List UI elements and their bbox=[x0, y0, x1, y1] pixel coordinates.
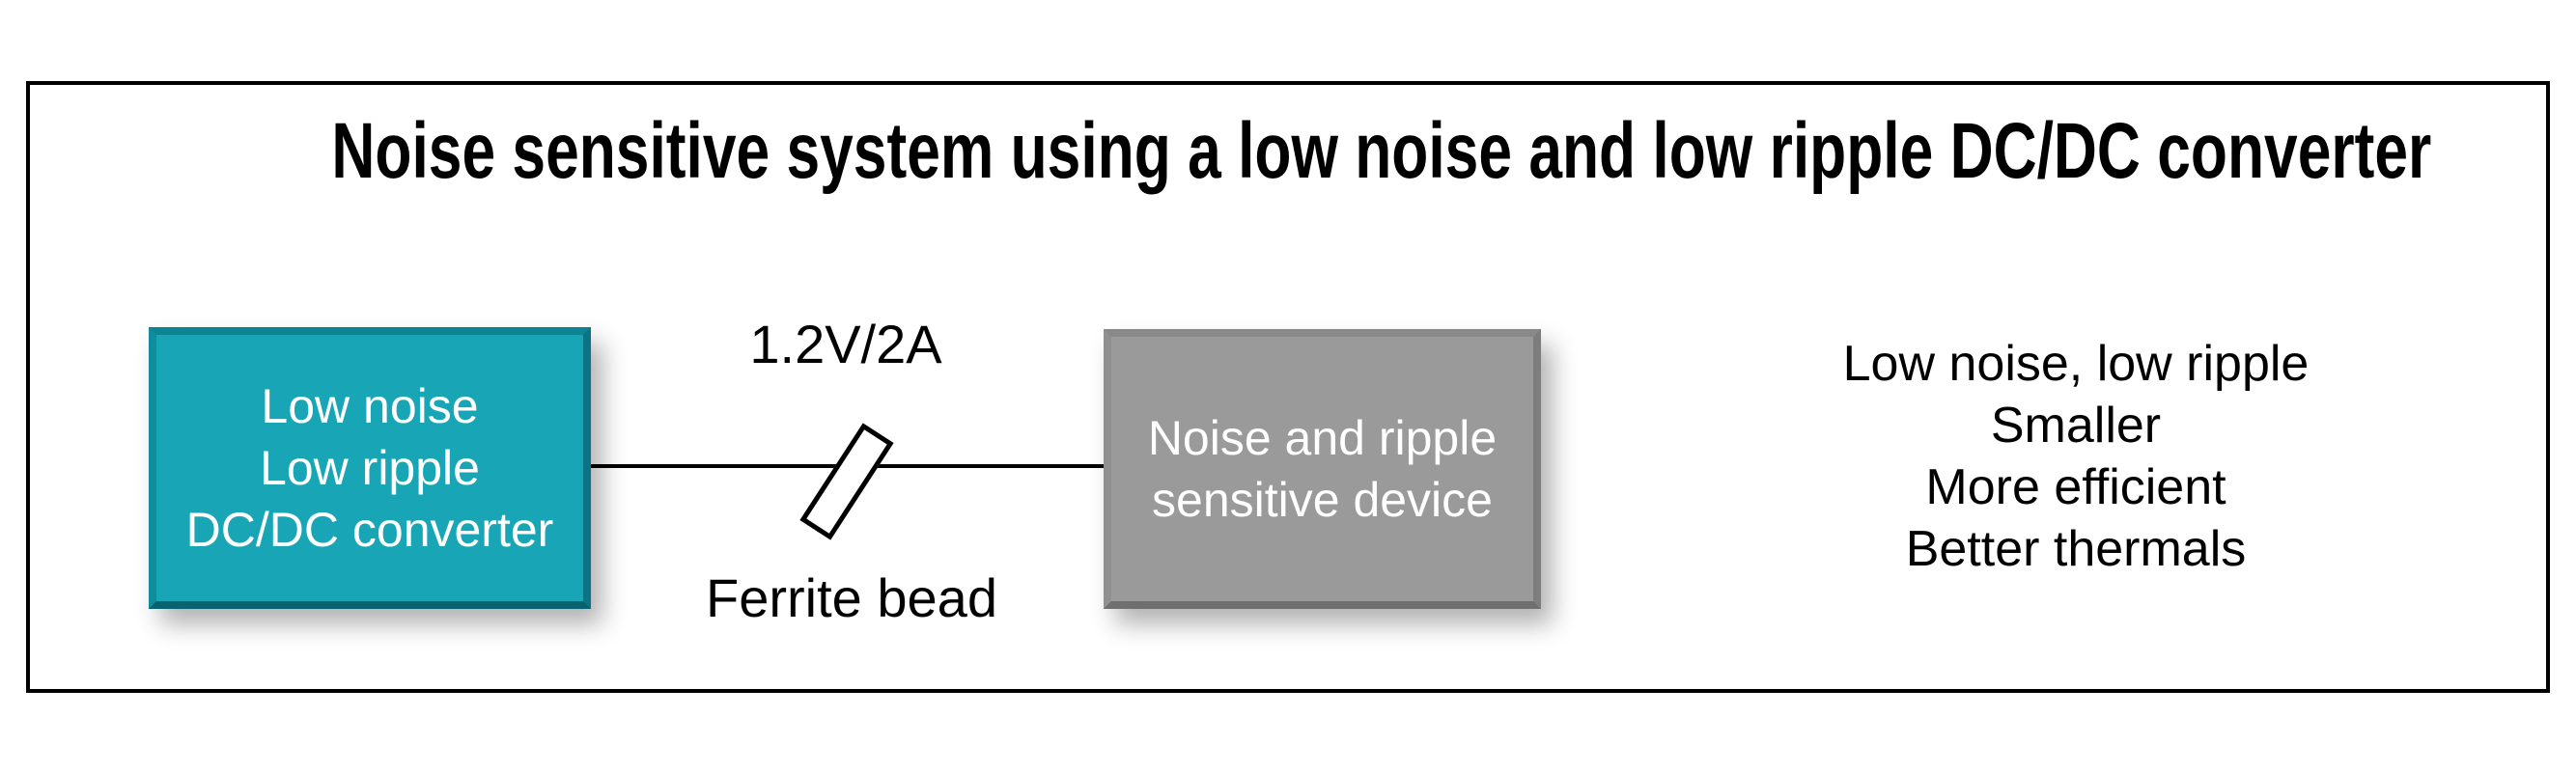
device-line-2: sensitive device bbox=[1152, 473, 1493, 527]
diagram-title: Noise sensitive system using a low noise… bbox=[0, 112, 2576, 191]
benefit-item-4: Better thermals bbox=[1905, 521, 2247, 577]
converter-line-2: Low ripple bbox=[260, 441, 480, 495]
rail-voltage-label: 1.2V/2A bbox=[749, 314, 942, 374]
dcdc-converter-block: Low noise Low ripple DC/DC converter bbox=[149, 327, 591, 609]
benefit-item-2: Smaller bbox=[1990, 398, 2162, 454]
benefit-item-3: More efficient bbox=[1925, 459, 2226, 515]
converter-line-3: DC/DC converter bbox=[185, 503, 554, 557]
sensitive-device-block: Noise and ripple sensitive device bbox=[1104, 329, 1541, 609]
benefit-item-1: Low noise, low ripple bbox=[1842, 336, 2310, 392]
converter-line-1: Low noise bbox=[261, 379, 479, 433]
diagram-title-text: Noise sensitive system using a low noise… bbox=[331, 107, 2432, 195]
device-line-1: Noise and ripple bbox=[1147, 411, 1498, 465]
ferrite-bead-label: Ferrite bead bbox=[706, 567, 997, 628]
benefits-list: Low noise, low ripple Smaller More effic… bbox=[1738, 333, 2414, 580]
